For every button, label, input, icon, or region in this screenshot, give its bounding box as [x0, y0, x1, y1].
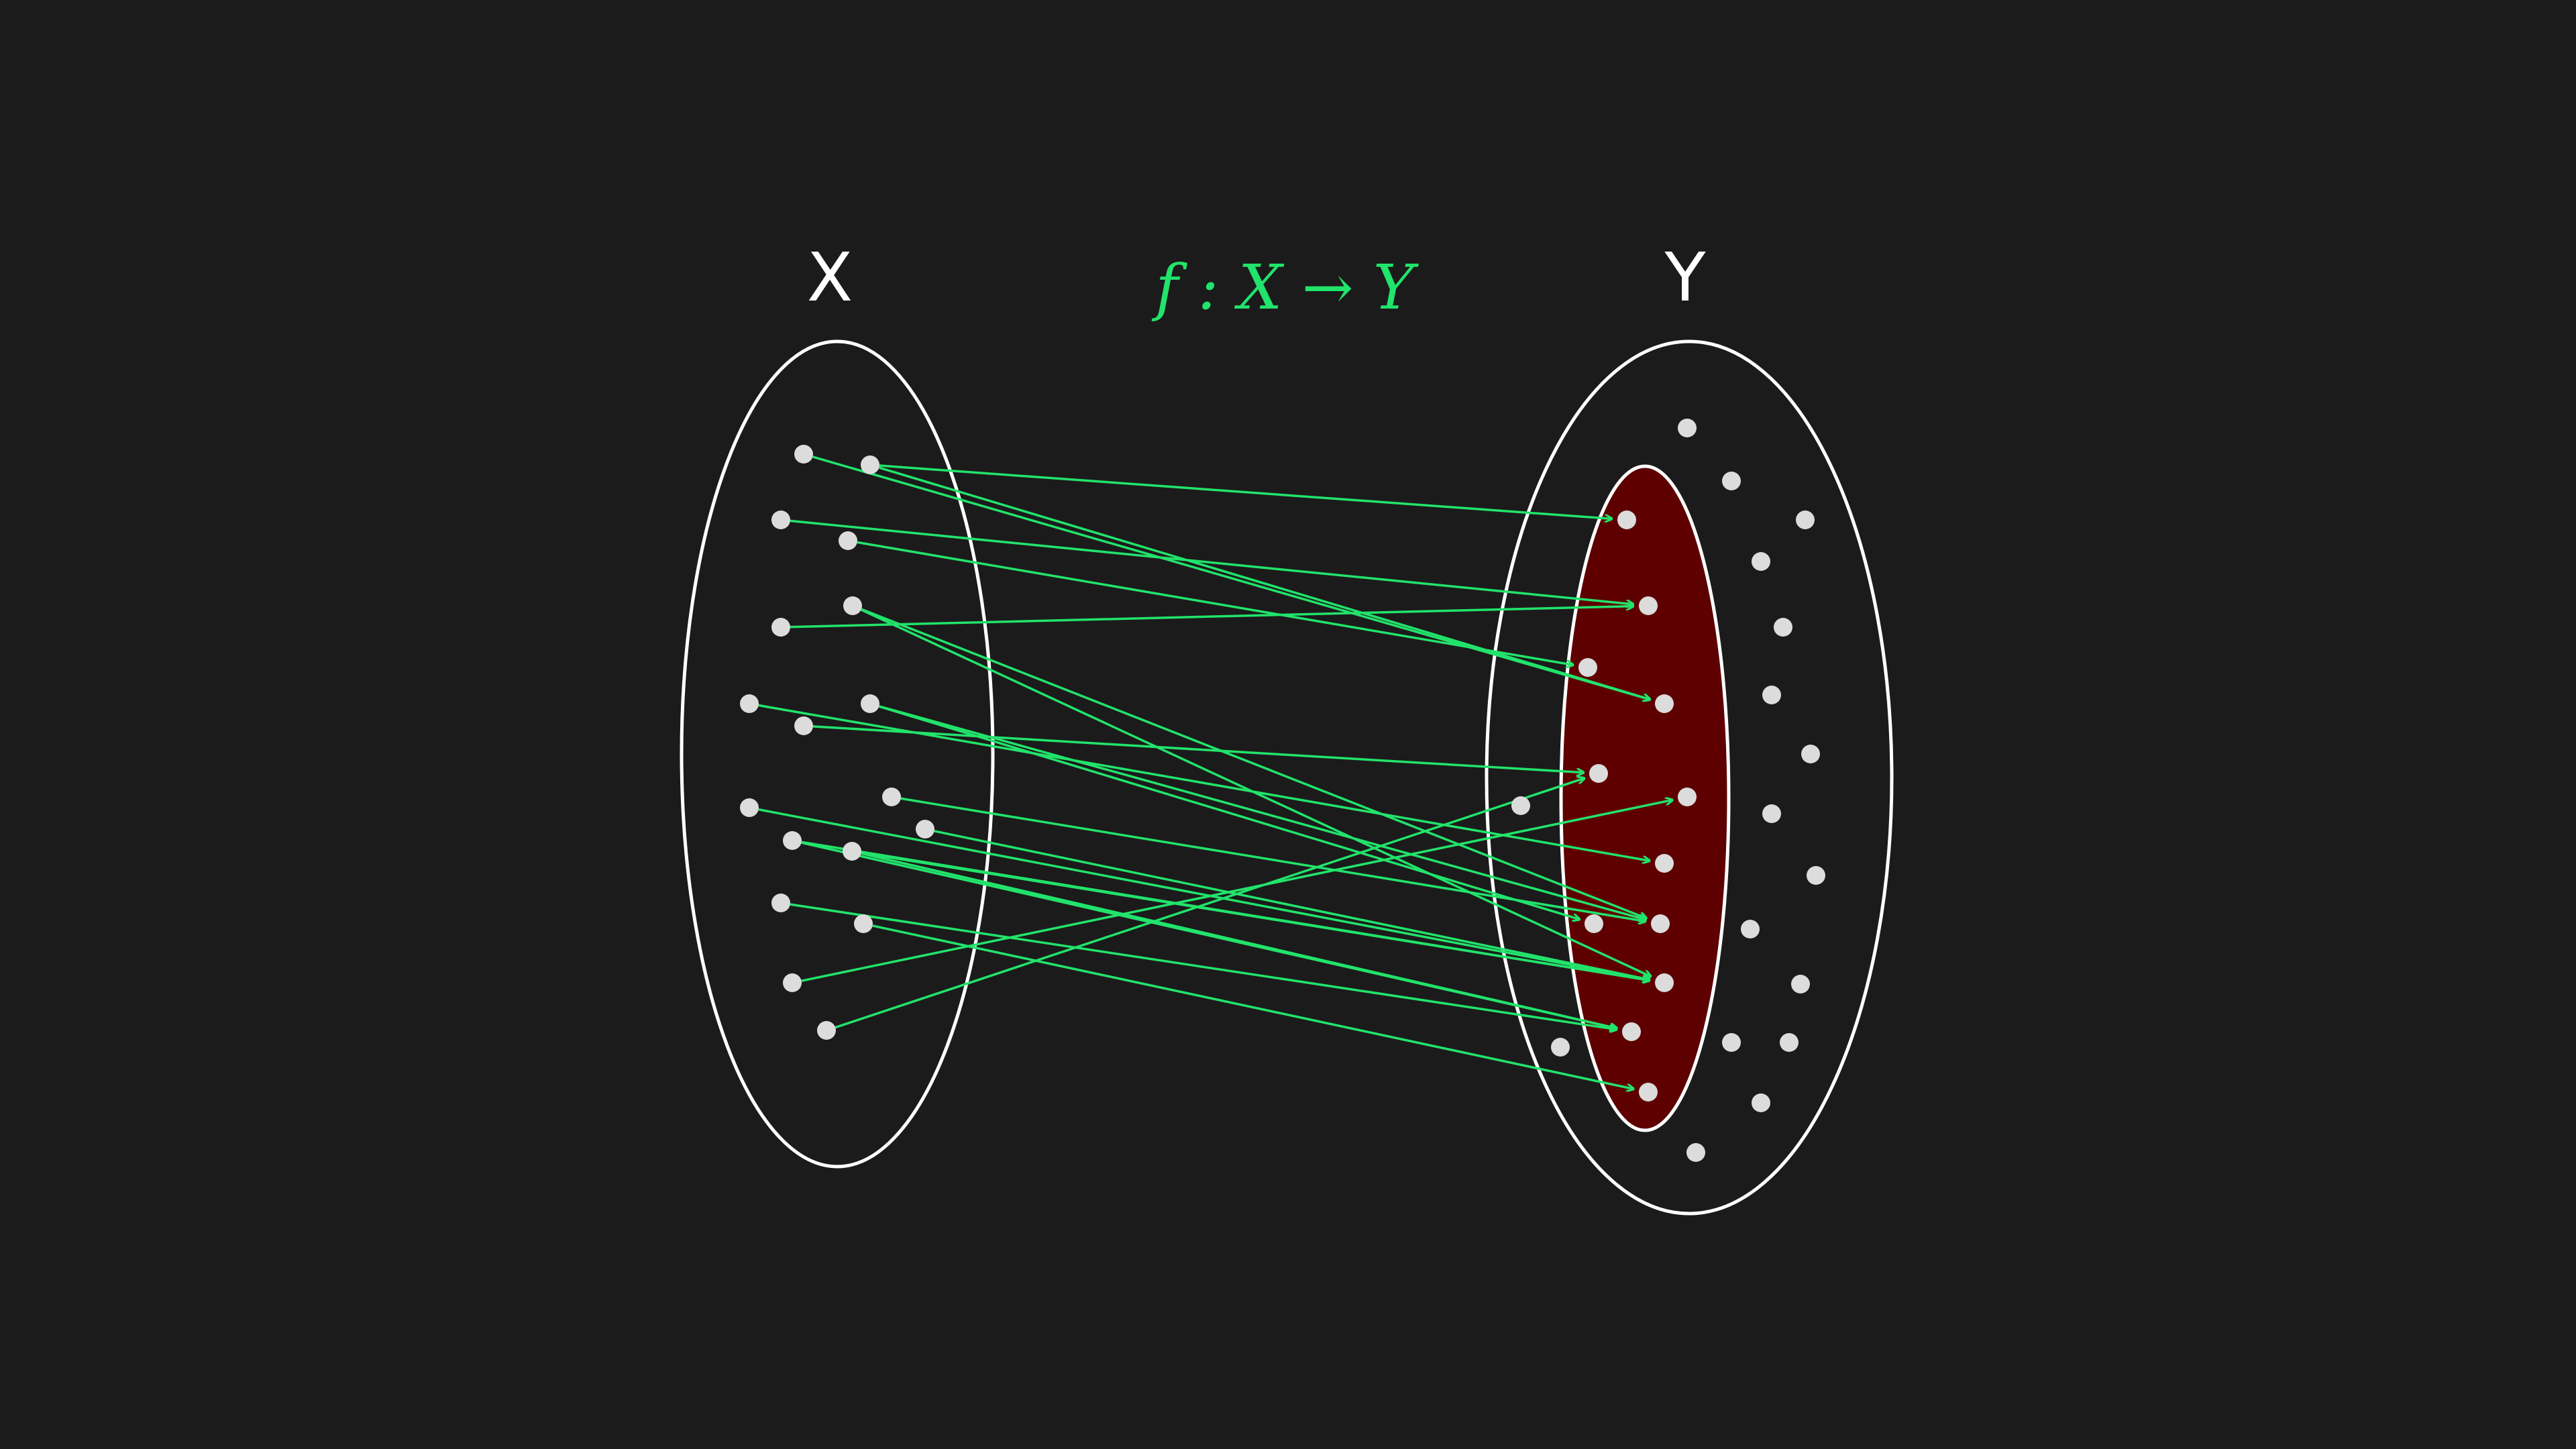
- mapping-arrow: [878, 466, 1650, 700]
- codomain-point: [1796, 511, 1815, 529]
- domain-point: [771, 618, 790, 637]
- mapping-arrows: [758, 455, 1673, 1089]
- domain-point: [794, 445, 813, 464]
- codomain-point: [1741, 920, 1760, 938]
- image-point: [1639, 596, 1658, 615]
- domain-point: [843, 842, 861, 861]
- codomain-point: [1551, 1038, 1570, 1057]
- mapping-arrow: [872, 924, 1634, 1089]
- domain-point: [783, 831, 802, 850]
- mapping-arrow: [758, 808, 1650, 980]
- image-point: [1678, 788, 1697, 806]
- mapping-arrow: [812, 725, 1584, 773]
- image-set-ellipse: [1559, 464, 1731, 1132]
- mapping-arrow: [878, 705, 1580, 920]
- codomain-point: [1801, 745, 1820, 763]
- mapping-arrow: [812, 455, 1650, 700]
- domain-point: [794, 716, 813, 735]
- mapping-arrow: [835, 778, 1585, 1029]
- codomain-point: [1791, 975, 1810, 994]
- codomain-point: [1752, 552, 1770, 571]
- codomain-point: [1722, 472, 1741, 490]
- domain-point: [839, 531, 857, 550]
- codomain-point: [1762, 804, 1781, 823]
- codomain-set-ellipse: [1485, 339, 1894, 1216]
- image-point: [1655, 694, 1674, 713]
- domain-point: [854, 914, 873, 933]
- image-point: [1622, 1022, 1641, 1041]
- domain-point: [817, 1021, 836, 1040]
- codomain-point: [1722, 1033, 1741, 1052]
- mapping-arrow: [860, 608, 1651, 977]
- domain-set-ellipse: [680, 339, 995, 1169]
- domain-points: [740, 445, 934, 1040]
- domain-point: [882, 788, 901, 806]
- domain-point: [771, 511, 790, 529]
- codomain-point: [1762, 686, 1781, 704]
- mapping-arrow: [861, 852, 1617, 1028]
- image-point: [1639, 1083, 1658, 1102]
- image-point: [1617, 511, 1636, 529]
- codomain-point: [1780, 1033, 1799, 1052]
- codomain-point: [1678, 419, 1697, 437]
- mapping-arrow: [934, 830, 1650, 980]
- image-point: [1585, 914, 1603, 933]
- image-point: [1589, 764, 1608, 783]
- domain-point: [740, 694, 759, 713]
- domain-point: [861, 455, 879, 474]
- mapping-arrow: [790, 903, 1617, 1030]
- mapping-arrow: [801, 800, 1673, 982]
- codomain-point: [1752, 1093, 1770, 1112]
- function-label: f : X → Y: [1151, 252, 1419, 323]
- mapping-arrow: [790, 606, 1633, 629]
- codomain-point: [1807, 866, 1825, 885]
- domain-point: [861, 694, 879, 713]
- image-point: [1578, 658, 1597, 677]
- codomain-point: [1686, 1143, 1705, 1162]
- image-point: [1651, 914, 1670, 933]
- domain-point: [783, 973, 802, 992]
- domain-point: [843, 596, 862, 615]
- mapping-arrow: [879, 464, 1612, 519]
- mapping-arrow: [879, 705, 1646, 920]
- codomain-point: [1511, 796, 1530, 815]
- mapping-arrow: [801, 841, 1650, 980]
- mapping-arrow: [790, 519, 1633, 604]
- mapping-arrow: [857, 541, 1574, 665]
- mapping-arrow: [758, 704, 1650, 861]
- codomain-point: [1774, 618, 1792, 637]
- domain-point: [740, 798, 759, 817]
- domain-point: [916, 820, 934, 839]
- image-point: [1655, 973, 1674, 992]
- codomain-points: [1511, 419, 1825, 1162]
- domain-label: X: [807, 238, 853, 317]
- codomain-label: Y: [1664, 238, 1706, 317]
- domain-point: [771, 894, 790, 912]
- mapping-arrow: [900, 797, 1646, 921]
- mapping-arrow: [861, 608, 1647, 918]
- image-point: [1655, 854, 1674, 873]
